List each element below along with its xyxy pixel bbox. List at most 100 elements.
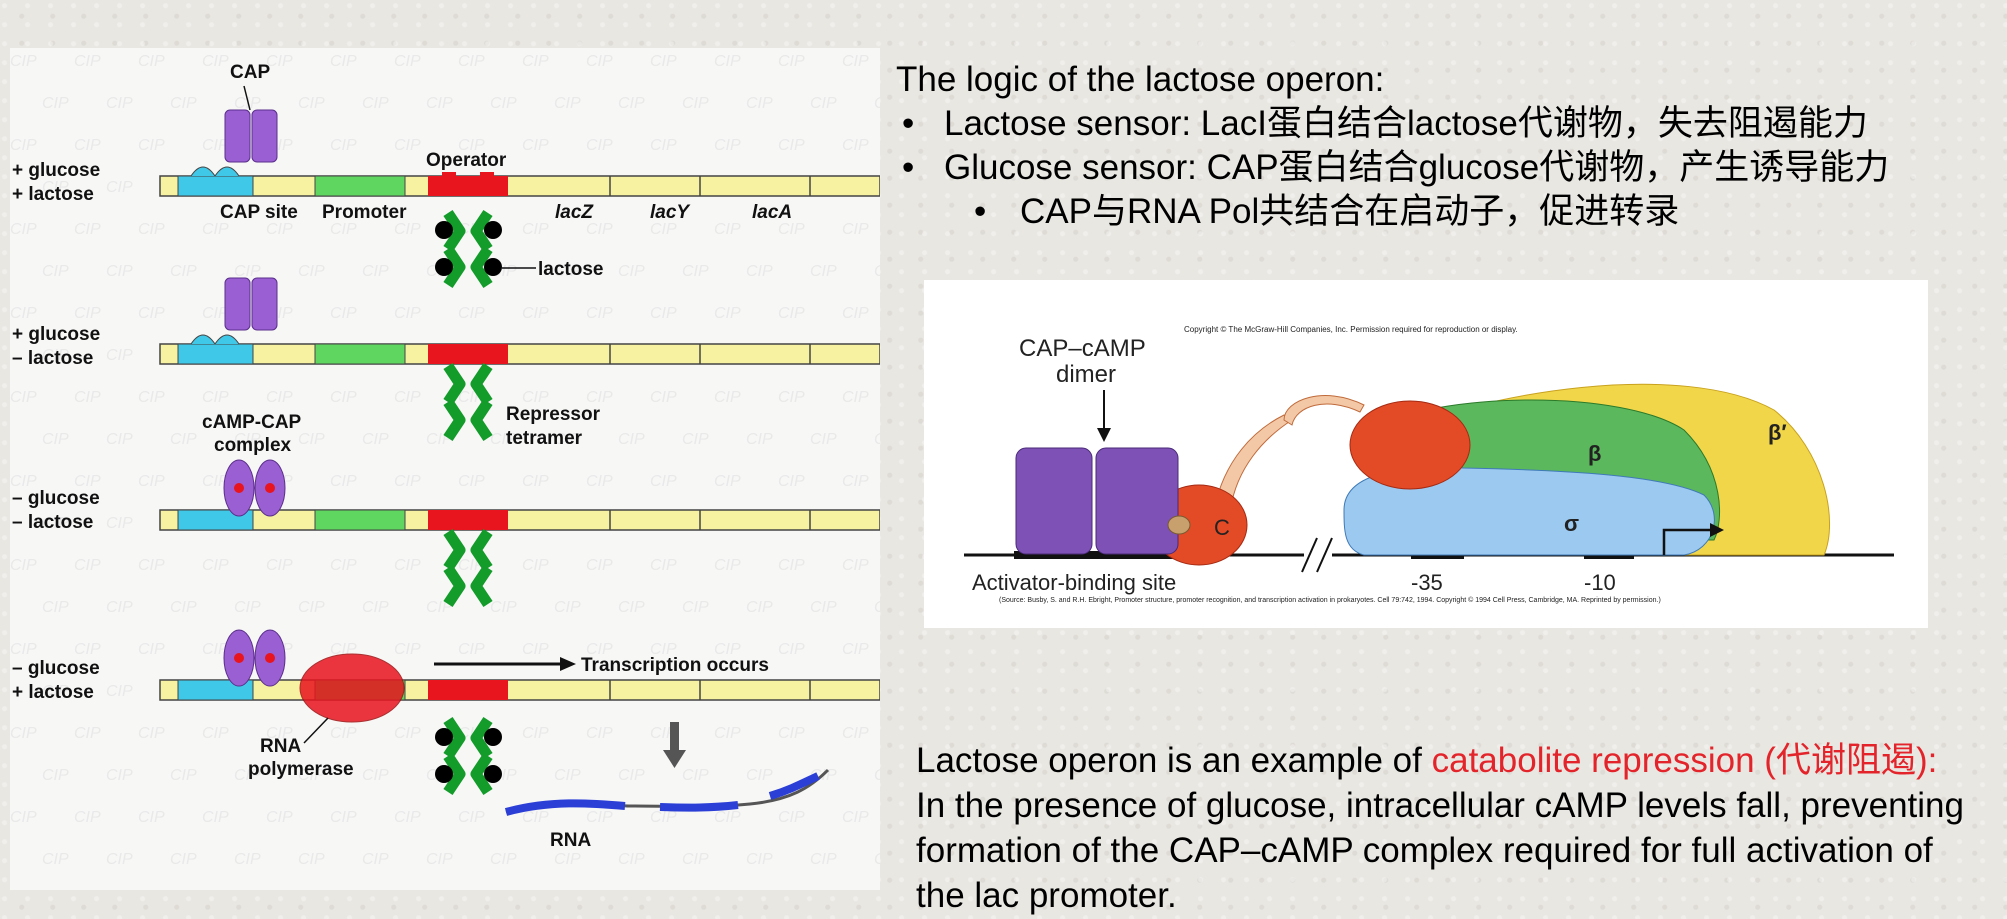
watermark-text: CIP — [490, 851, 517, 868]
watermark-text: CIP — [394, 557, 421, 574]
cap-rnapol-diagram: Copyright © The McGraw-Hill Companies, I… — [924, 280, 1928, 628]
watermark-text: CIP — [778, 641, 805, 658]
lacz-label: lacZ — [555, 202, 594, 223]
watermark-text: CIP — [650, 221, 677, 238]
watermark-text: CIP — [778, 389, 805, 406]
watermark-text: CIP — [650, 809, 677, 826]
watermark-text: CIP — [714, 305, 741, 322]
watermark-text: CIP — [234, 431, 261, 448]
repressor-label-1: Repressor — [506, 404, 601, 425]
watermark-text: CIP — [138, 137, 165, 154]
row1-condition-1: + glucose — [12, 160, 100, 181]
cap-rnapol-svg: Copyright © The McGraw-Hill Companies, I… — [964, 325, 1894, 604]
watermark-text: CIP — [394, 389, 421, 406]
watermark-text: CIP — [618, 599, 645, 616]
watermark-text: CIP — [42, 851, 69, 868]
watermark-text: CIP — [874, 851, 880, 868]
minus10-label: -10 — [1584, 570, 1616, 595]
watermark-text: CIP — [138, 557, 165, 574]
copyright-text: Copyright © The McGraw-Hill Companies, I… — [1184, 325, 1518, 334]
operator-label: Operator — [426, 150, 507, 171]
source-text: (Source: Busby, S. and R.H. Ebright, Pro… — [999, 596, 1661, 604]
watermark-text: CIP — [298, 599, 325, 616]
dimer-label-1: CAP–cAMP — [1019, 335, 1146, 362]
watermark-text: CIP — [842, 389, 869, 406]
promoter — [314, 175, 406, 197]
lac-operon-svg: CIP CIP CIP CIP CIP CIP CIP CIP CIP CIP CIP CIP CIP C… — [10, 53, 880, 868]
watermark-text: CIP — [42, 347, 69, 364]
watermark-text: CIP — [714, 53, 741, 70]
watermark-text: CIP — [298, 263, 325, 280]
sigma-label: σ — [1564, 511, 1579, 536]
watermark-text: CIP — [74, 53, 101, 70]
watermark-text: CIP — [714, 809, 741, 826]
watermark-text: CIP — [298, 95, 325, 112]
watermark-text: CIP — [554, 851, 581, 868]
row-glucose-plus-lactose-minus: + glucose – lactose Repressor tetramer — [12, 277, 880, 449]
watermark-text: CIP — [586, 473, 613, 490]
watermark-text: CIP — [874, 599, 880, 616]
watermark-text: CIP — [10, 641, 37, 658]
watermark-text: CIP — [426, 851, 453, 868]
watermark-text: CIP — [202, 725, 229, 742]
row2-condition-1: + glucose — [12, 324, 100, 345]
camp-cap-label-1: cAMP-CAP — [202, 412, 302, 433]
watermark-text: CIP — [650, 473, 677, 490]
watermark-text: CIP — [650, 389, 677, 406]
watermark-text: CIP — [842, 641, 869, 658]
watermark-text: CIP — [74, 809, 101, 826]
watermark-text: CIP — [714, 221, 741, 238]
watermark-text: CIP — [362, 431, 389, 448]
watermark-text: CIP — [106, 599, 133, 616]
cap-site — [177, 175, 254, 197]
activator-site-label: Activator-binding site — [972, 570, 1176, 595]
logic-list: Lactose sensor: LacI蛋白结合lactose代谢物，失去阻遏能… — [896, 102, 1996, 234]
watermark-text: CIP — [810, 263, 837, 280]
summary-intro: Lactose operon is an example of — [916, 741, 1432, 780]
watermark-text: CIP — [362, 851, 389, 868]
transcription-start-arrow — [1710, 523, 1724, 537]
cap-label: CAP — [230, 62, 270, 83]
watermark-text: CIP — [106, 263, 133, 280]
repressor-label-2: tetramer — [506, 428, 583, 449]
summary-body: In the presence of glucose, intracellula… — [916, 786, 1964, 915]
watermark-text: CIP — [522, 53, 549, 70]
watermark-text: CIP — [650, 137, 677, 154]
watermark-text: CIP — [170, 767, 197, 784]
watermark-text: CIP — [74, 389, 101, 406]
watermark-text: CIP — [618, 431, 645, 448]
watermark-text: CIP — [10, 305, 37, 322]
watermark-text: CIP — [522, 809, 549, 826]
down-arrow-icon — [663, 750, 686, 768]
watermark-text: CIP — [394, 641, 421, 658]
row3-condition-2: – lactose — [12, 512, 93, 533]
watermark-text: CIP — [842, 53, 869, 70]
watermark-text: CIP — [170, 263, 197, 280]
watermark-text: CIP — [426, 95, 453, 112]
watermark-text: CIP — [490, 599, 517, 616]
watermark-text: CIP — [682, 95, 709, 112]
operon-logic-text: The logic of the lactose operon: Lactose… — [896, 58, 1996, 234]
watermark-text: CIP — [650, 305, 677, 322]
watermark-text: CIP — [394, 53, 421, 70]
watermark-text: CIP — [394, 305, 421, 322]
watermark-text: CIP — [394, 221, 421, 238]
watermark-text: CIP — [842, 809, 869, 826]
watermark-text: CIP — [682, 599, 709, 616]
watermark-text: CIP — [586, 725, 613, 742]
watermark-text: CIP — [874, 263, 880, 280]
watermark-text: CIP — [650, 53, 677, 70]
watermark-text: CIP — [106, 95, 133, 112]
watermark-text: CIP — [330, 809, 357, 826]
watermark-text: CIP — [138, 221, 165, 238]
rna-pol-label-1: RNA — [260, 736, 301, 757]
watermark-text: CIP — [746, 95, 773, 112]
watermark-text: CIP — [394, 473, 421, 490]
watermark-text: CIP — [362, 599, 389, 616]
watermark-text: CIP — [522, 473, 549, 490]
beta-label: β — [1588, 441, 1601, 466]
watermark-text: CIP — [778, 557, 805, 574]
watermark-text: CIP — [426, 599, 453, 616]
watermark-text: CIP — [106, 767, 133, 784]
watermark-text: CIP — [42, 263, 69, 280]
